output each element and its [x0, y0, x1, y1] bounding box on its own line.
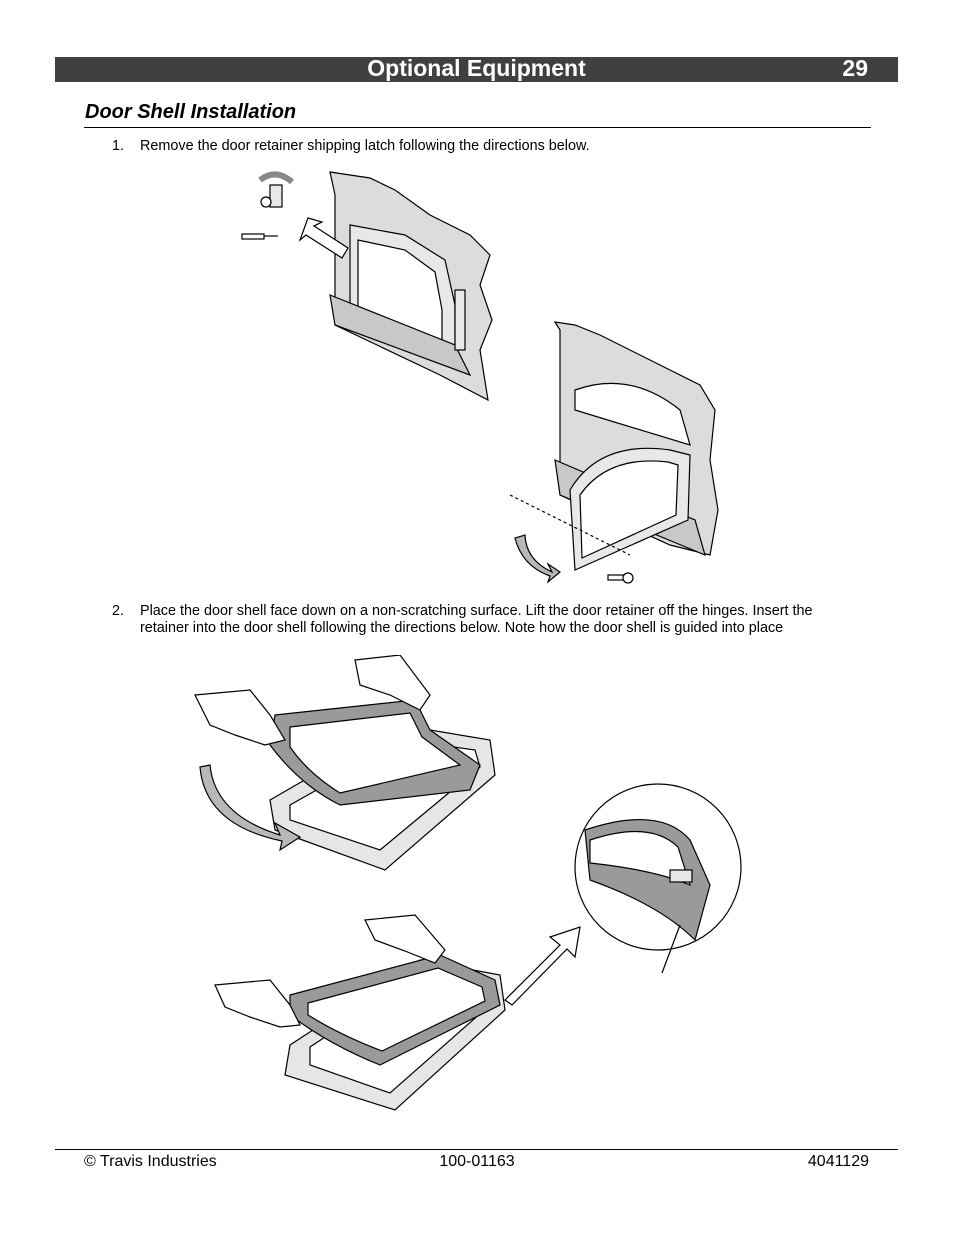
- footer-document-number: 100-01163: [439, 1153, 515, 1170]
- hand-right-icon-2: [364, 914, 446, 964]
- footer-divider: [55, 1149, 898, 1150]
- page-number: 29: [842, 55, 868, 81]
- hand-right-icon-1: [354, 655, 431, 711]
- footer-part-number: 4041129: [807, 1153, 869, 1170]
- figure-retainer-insertion: [194, 655, 742, 1111]
- header-bar: Optional Equipment 29: [55, 55, 898, 82]
- latch-knob-icon: [258, 171, 294, 208]
- hand-left-icon-2: [214, 979, 301, 1028]
- section-divider: [84, 127, 871, 128]
- section-title: Door Shell Installation: [85, 101, 297, 123]
- figure-latch-removal: [241, 171, 719, 584]
- stove-front-illustration-1: [329, 171, 493, 402]
- step-2-text: Place the door shell face down on a non-…: [140, 603, 813, 636]
- screwdriver-icon: [241, 233, 278, 240]
- footer-copyright: © Travis Industries: [84, 1153, 217, 1170]
- retainer-frame-illustration-1: [269, 699, 481, 806]
- step-1-number: 1.: [112, 138, 125, 154]
- arrow-icon: [298, 217, 349, 259]
- curved-arrow-icon: [199, 764, 302, 852]
- retainer-frame-illustration-2: [289, 954, 501, 1066]
- step-2-number: 2.: [112, 603, 125, 619]
- wrench-icon: [607, 572, 634, 584]
- step-1-text: Remove the door retainer shipping latch …: [140, 138, 590, 154]
- detail-magnifier-illustration: [574, 783, 742, 974]
- hand-left-icon-1: [194, 689, 286, 746]
- arrow-icon: [504, 926, 581, 1006]
- page-header-title: Optional Equipment: [367, 55, 586, 81]
- curved-arrow-icon: [514, 534, 562, 584]
- door-frame-illustration: [569, 447, 691, 571]
